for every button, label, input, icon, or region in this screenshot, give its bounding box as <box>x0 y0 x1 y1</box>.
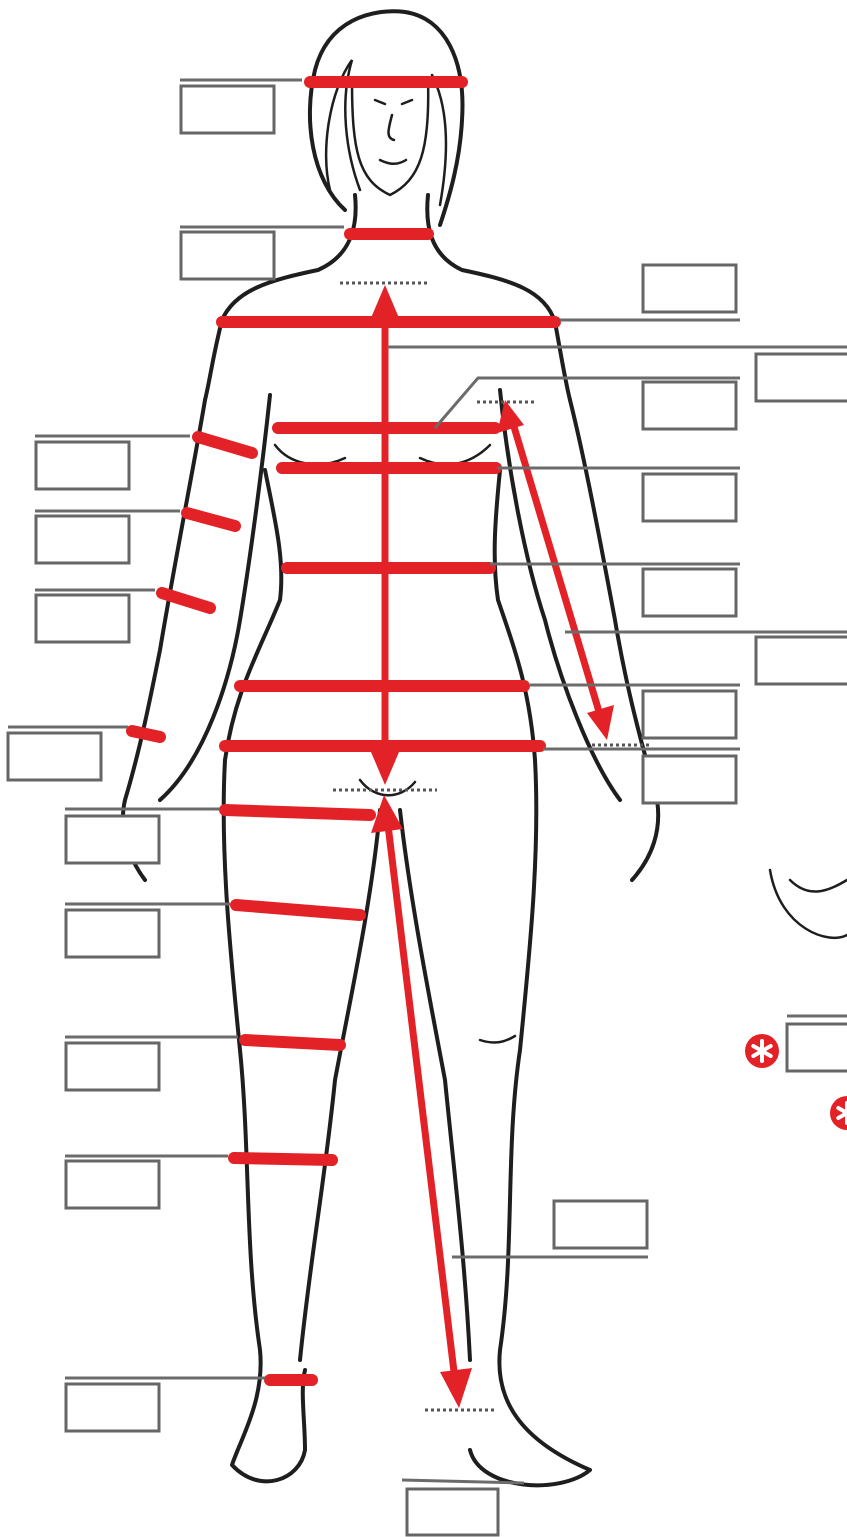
elbow-measurement-field[interactable] <box>36 516 129 563</box>
inseam-measurement-field[interactable] <box>554 1201 647 1248</box>
inseam-arrow <box>371 795 472 1408</box>
hip-measurement-field[interactable] <box>643 756 736 803</box>
thigh-band <box>225 810 370 815</box>
wrist-band <box>132 731 160 737</box>
wrist-measurement-field[interactable] <box>8 733 101 780</box>
calf-band <box>234 1158 332 1160</box>
foot-length-measurement-field[interactable] <box>407 1489 498 1535</box>
forearm-measurement-field[interactable] <box>36 595 129 642</box>
underbust-measurement-field[interactable] <box>643 569 736 616</box>
bust-point-measurement-field[interactable] <box>643 382 736 429</box>
shoulder-measurement-field[interactable] <box>643 265 736 312</box>
head-measurement-field[interactable] <box>181 86 274 133</box>
front-length-arrow <box>368 285 402 785</box>
ankle-measurement-field[interactable] <box>66 1384 159 1431</box>
elbow-band <box>187 513 235 526</box>
upper-hip-measurement-field[interactable] <box>643 691 736 738</box>
upper-arm-measurement-field[interactable] <box>36 442 129 489</box>
required-asterisk-icon <box>745 1034 779 1068</box>
chest-measurement-field[interactable] <box>643 474 736 521</box>
upper-arm-band <box>198 437 252 453</box>
mid-thigh-measurement-field[interactable] <box>66 910 159 957</box>
calf-measurement-field[interactable] <box>66 1161 159 1208</box>
front-length-measurement-field[interactable] <box>756 354 847 401</box>
mid-thigh-band <box>236 905 360 915</box>
neck-measurement-field[interactable] <box>181 232 274 279</box>
thigh-measurement-field[interactable] <box>66 816 159 863</box>
required-asterisk-icon <box>830 1096 847 1130</box>
hand-measurement-field[interactable] <box>787 1024 847 1071</box>
arm-length-measurement-field[interactable] <box>756 637 847 684</box>
knee-measurement-field[interactable] <box>66 1043 159 1090</box>
knee-band <box>245 1040 340 1045</box>
